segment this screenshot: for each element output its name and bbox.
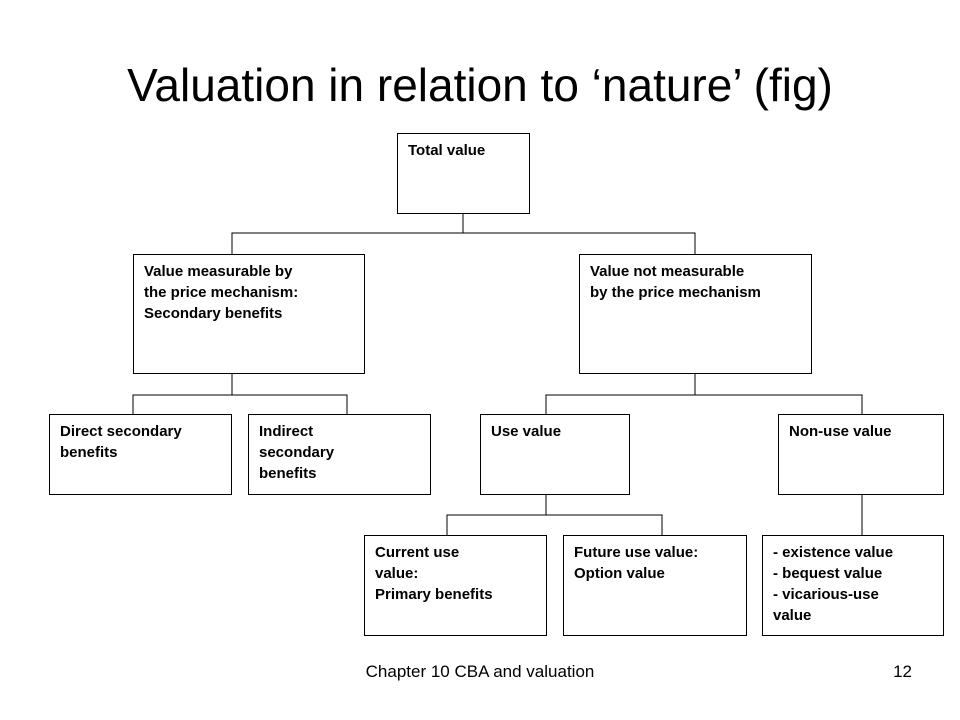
node-value-not-measurable: Value not measurable by the price mechan… [579, 254, 812, 374]
node-non-use-value: Non-use value [778, 414, 944, 495]
node-value-measurable: Value measurable by the price mechanism:… [133, 254, 365, 374]
connector-measurable-branch [132, 394, 348, 414]
node-current-use-value: Current use value: Primary benefits [364, 535, 547, 636]
node-non-use-list: - existence value - bequest value - vica… [762, 535, 944, 636]
connector-total-branch [231, 232, 696, 255]
footer-caption: Chapter 10 CBA and valuation [365, 662, 595, 681]
connector-use-branch [446, 514, 663, 535]
page-number: 12 [893, 662, 912, 681]
node-total-value: Total value [397, 133, 530, 214]
node-future-use-value: Future use value: Option value [563, 535, 747, 636]
slide-title: Valuation in relation to ‘nature’ (fig) [127, 59, 833, 111]
node-direct-secondary-benefits: Direct secondary benefits [49, 414, 232, 495]
node-use-value: Use value [480, 414, 630, 495]
connector-not-measurable-branch [545, 394, 863, 414]
node-indirect-secondary-benefits: Indirect secondary benefits [248, 414, 431, 495]
